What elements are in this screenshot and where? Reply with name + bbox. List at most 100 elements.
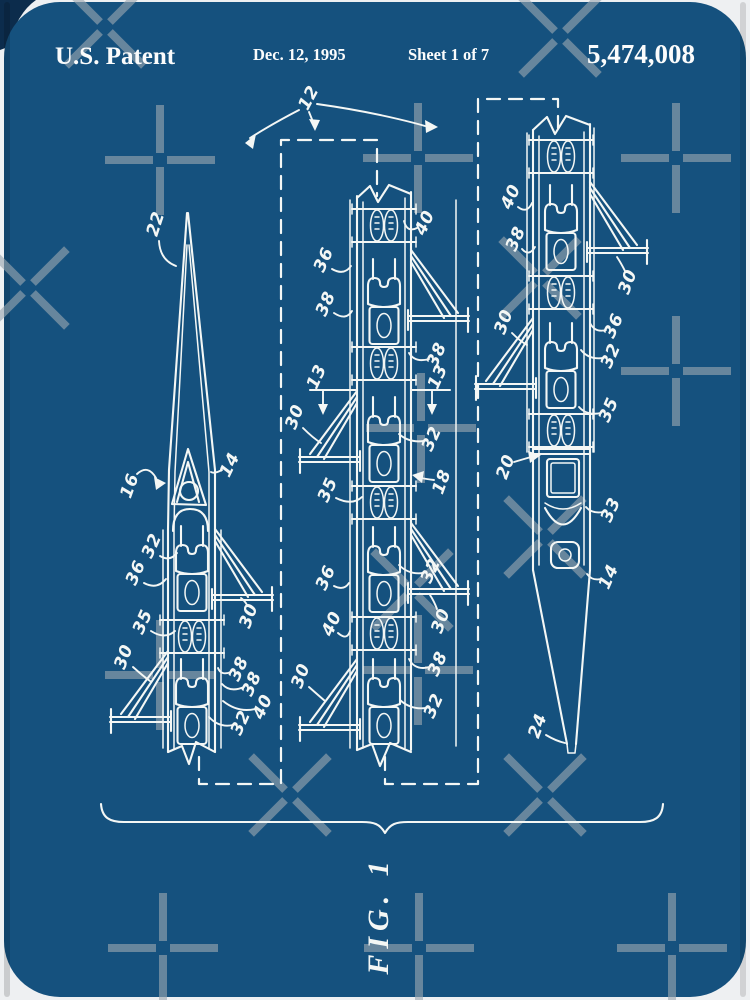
deck-curve — [544, 502, 582, 510]
leader-line — [578, 406, 602, 415]
leader-arrowhead — [412, 471, 424, 483]
leader-arrowhead — [154, 477, 166, 490]
x-registration-mark — [63, 0, 147, 69]
leader-line — [331, 265, 352, 273]
leader-line — [589, 322, 607, 332]
stern-bulkhead-arc — [543, 506, 583, 526]
plus-registration-mark — [108, 893, 218, 1000]
leader-line — [210, 469, 223, 474]
leader-line — [221, 683, 245, 691]
hull-inner-sides — [362, 197, 406, 749]
plus-registration-mark — [105, 620, 215, 730]
patent-title: U.S. Patent — [55, 43, 176, 70]
leader-arrowhead — [309, 119, 320, 131]
patent-date: Dec. 12, 1995 — [253, 45, 346, 64]
plus-registration-mark — [105, 105, 215, 215]
gunwale-rails — [526, 127, 595, 453]
figure-brace — [99, 802, 665, 835]
leader-line — [136, 468, 157, 479]
x-registration-mark — [503, 753, 587, 837]
leader-line — [586, 573, 602, 581]
leader-arrowhead — [528, 451, 541, 463]
leader-line — [333, 310, 353, 318]
leader-line — [517, 202, 533, 211]
stern-cockpit — [545, 457, 581, 499]
plus-registration-mark — [621, 316, 731, 426]
leader-line — [337, 630, 351, 638]
leader-line — [159, 552, 178, 560]
gunwale-rails — [162, 529, 222, 749]
hull-break-bottom — [166, 740, 217, 766]
leader-line — [143, 578, 167, 587]
leader-line — [208, 716, 234, 727]
leader-line — [302, 427, 322, 444]
leader-line — [545, 734, 566, 744]
hull-break-top — [355, 183, 413, 204]
x-registration-mark — [370, 548, 454, 632]
hull-inner-sides — [538, 131, 585, 566]
leader-line — [158, 240, 177, 267]
right-edge-shade — [740, 2, 746, 997]
hull-right-outer — [186, 211, 217, 754]
module-boundary-dashed — [383, 97, 560, 786]
plus-registration-mark — [364, 893, 474, 1000]
leader-line — [335, 496, 363, 503]
leader-line — [511, 332, 528, 346]
cockpit-arch — [171, 507, 210, 533]
hull-right-inner — [188, 244, 210, 750]
patent-number: 5,474,008 — [587, 39, 695, 69]
leader-line — [150, 630, 176, 637]
leader-line — [580, 349, 604, 360]
patent-header: U.S. Patent Dec. 12, 1995 Sheet 1 of 7 5… — [55, 39, 695, 70]
leader-line — [398, 564, 424, 575]
x-registration-mark — [0, 246, 70, 330]
plus-registration-mark — [621, 103, 731, 213]
left-boat-drawing — [108, 211, 275, 766]
leader-line — [408, 352, 430, 362]
stern-vent-box — [549, 540, 581, 570]
x-registration-mark — [503, 495, 587, 579]
gunwale-rails — [349, 199, 457, 749]
leader-line — [398, 433, 425, 443]
middle-module-drawing — [197, 138, 471, 786]
module-joint-line — [531, 447, 592, 456]
leader-line — [308, 686, 326, 702]
leader-arrowhead — [245, 134, 256, 149]
deck-vent-circle — [178, 480, 200, 502]
leader-line — [521, 246, 536, 254]
x-registration-mark — [248, 753, 332, 837]
leader-arrowhead — [425, 120, 438, 133]
leader-line — [132, 666, 151, 682]
leader-line — [249, 109, 300, 139]
plus-registration-mark — [363, 103, 473, 213]
hull-break-bottom — [355, 741, 413, 768]
hull-sides — [355, 190, 413, 752]
leader-line — [429, 594, 438, 610]
module-boundary-dashed — [197, 138, 379, 786]
leader-line — [222, 700, 256, 711]
leader-line — [316, 103, 426, 127]
hull-break-top — [531, 114, 592, 136]
patent-sheet: Sheet 1 of 7 — [408, 45, 489, 64]
leader-line — [616, 256, 626, 272]
stern-tip — [566, 743, 577, 754]
plus-registration-mark — [363, 615, 473, 725]
leader-line — [399, 699, 427, 710]
leader-arrowhead — [427, 404, 437, 415]
leader-line — [240, 597, 248, 606]
stern-cockpit-inner — [550, 462, 576, 494]
x-registration-mark — [518, 0, 602, 78]
leader-line — [403, 220, 418, 231]
plus-registration-mark — [366, 373, 476, 483]
leader-arrowhead — [318, 404, 328, 415]
leader-line — [333, 582, 350, 589]
figure-caption: FIG. 1 — [362, 855, 395, 975]
leader-line — [585, 506, 604, 514]
leader-line — [408, 658, 431, 669]
leader-line — [217, 667, 232, 675]
left-edge-shade — [4, 2, 10, 997]
hull-left-inner — [173, 244, 188, 750]
hull-left-outer — [166, 211, 189, 754]
